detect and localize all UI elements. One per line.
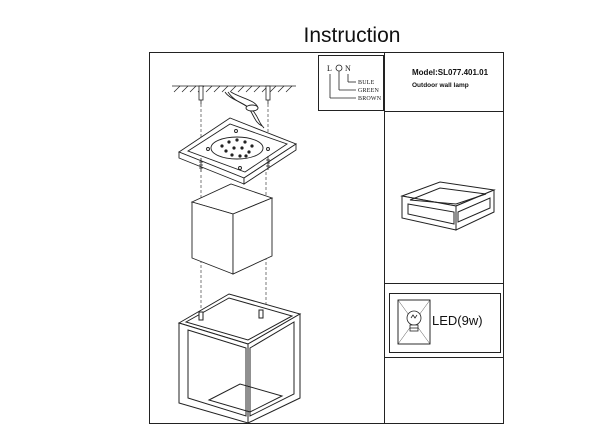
ground-symbol-icon [335, 64, 343, 72]
divider-led [384, 357, 504, 358]
ceiling-hatch [172, 85, 296, 93]
mounting-plate [178, 117, 297, 185]
screws [199, 156, 270, 172]
terminal-l-label: L [327, 64, 332, 73]
wire-blue-label: BULE [358, 80, 375, 86]
wire-brown-label: BROWN [358, 96, 382, 102]
model-number: Model:SL077.401.01 [412, 68, 489, 77]
lamp-housing [177, 293, 302, 423]
led-panel [389, 293, 501, 353]
diffuser-cube [190, 183, 274, 275]
wire-green-label: GREEN [358, 88, 379, 94]
led-rating: LED(9w) [432, 313, 483, 328]
bulb-icon [397, 299, 431, 345]
panel-divider [384, 52, 385, 423]
wiring-lines [329, 64, 356, 99]
divider-info [384, 111, 504, 112]
wall-anchors [198, 85, 271, 104]
wiring-legend [318, 55, 384, 111]
supply-wires [224, 91, 265, 129]
lamp-preview-icon [400, 181, 496, 231]
product-description: Outdoor wall lamp [412, 82, 469, 89]
page-title: Instruction [303, 24, 401, 47]
terminal-n-label: N [345, 64, 351, 73]
divider-lamp [384, 283, 504, 284]
